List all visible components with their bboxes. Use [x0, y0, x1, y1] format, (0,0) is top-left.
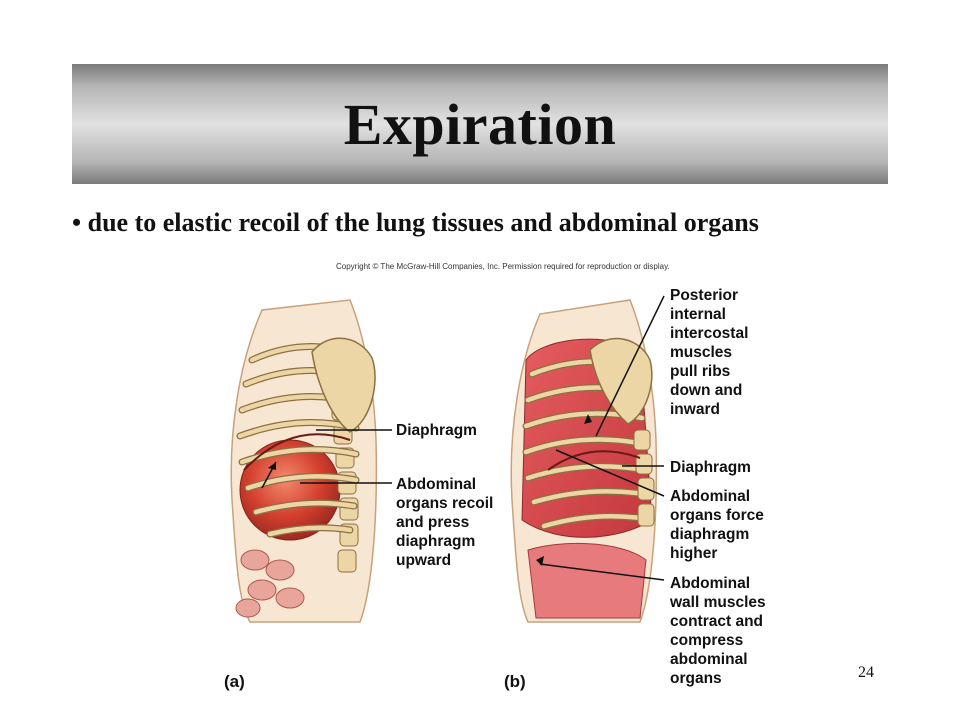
label-line: Abdominal	[670, 488, 751, 505]
diaphragm-a	[243, 433, 351, 471]
page-number: 24	[858, 664, 874, 681]
label-diaphragm-b: Diaphragm	[670, 459, 751, 476]
label-line: Abdominal	[670, 575, 751, 592]
label-line: wall muscles	[670, 594, 766, 611]
label-posterior-intercostal-b: Posterior internal intercostal muscles p…	[670, 286, 748, 419]
label-line: internal	[670, 306, 726, 323]
label-abdominal-organs-a: Abdominal organs recoil and press diaphr…	[396, 475, 493, 570]
label-line: compress	[670, 632, 744, 649]
scapula-b	[589, 337, 653, 425]
panel-a-figure	[230, 299, 392, 623]
label-line: organs	[670, 670, 722, 687]
label-line: muscles	[670, 344, 733, 361]
label-line: and press	[396, 514, 470, 531]
panel-b-tag: (b)	[504, 672, 526, 691]
label-abdominal-organs-b: Abdominal organs force diaphragm higher	[670, 487, 764, 563]
label-diaphragm-a: Diaphragm	[396, 422, 477, 439]
intestines-a	[235, 549, 305, 618]
label-line: higher	[670, 545, 718, 562]
label-line: intercostal	[670, 325, 749, 342]
label-line: down and	[670, 382, 743, 399]
title-bar: Expiration	[72, 64, 888, 184]
bullet-marker: •	[72, 208, 82, 237]
label-line: inward	[670, 401, 720, 418]
panel-b-figure	[510, 295, 665, 623]
label-line: Abdominal	[396, 476, 477, 493]
bullet-point: • due to elastic recoil of the lung tiss…	[72, 208, 942, 238]
label-line: organs recoil	[396, 495, 494, 512]
label-line: Posterior	[670, 287, 739, 304]
bullet-text: due to elastic recoil of the lung tissue…	[87, 208, 759, 237]
label-line: contract and	[670, 613, 764, 630]
label-line: diaphragm	[396, 533, 476, 550]
label-line: abdominal	[670, 651, 748, 668]
label-line: upward	[396, 552, 452, 569]
label-line: diaphragm	[670, 526, 750, 543]
slide-title: Expiration	[343, 91, 617, 157]
diaphragm-b	[547, 450, 641, 471]
panel-a-tag: (a)	[224, 672, 245, 691]
label-abdominal-wall-b: Abdominal wall muscles contract and comp…	[670, 574, 766, 688]
copyright-notice: Copyright © The McGraw-Hill Companies, I…	[336, 262, 670, 271]
label-line: organs force	[670, 507, 764, 524]
label-line: pull ribs	[670, 363, 731, 380]
scapula-a	[311, 337, 376, 433]
abdominal-wall-muscles-b	[527, 542, 647, 619]
